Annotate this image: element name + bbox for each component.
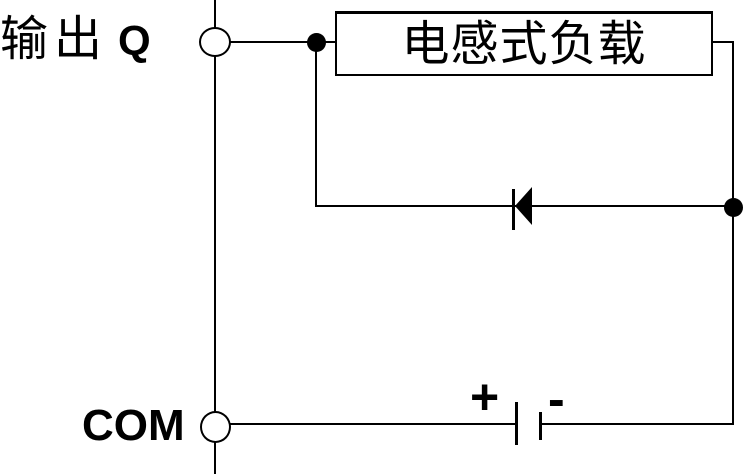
junction-dot-icon [724,198,743,217]
inductive-load-box: 电感式负载 [335,11,713,76]
com-label: COM [82,401,185,450]
junction-dot-icon [307,33,326,52]
diode-icon [515,187,532,225]
load-output-wire [711,41,734,43]
output-q-terminal-icon [199,27,231,57]
output-to-load-wire [229,41,336,43]
battery-positive-plate-icon [515,402,518,445]
output-label-q: Q [118,17,151,64]
battery-to-right-wire [542,423,734,425]
main-vertical-wire [214,0,216,474]
battery-negative-plate-icon [539,412,542,440]
inductive-load-label: 电感式负载 [401,16,647,72]
diode-branch-vertical-wire [315,42,317,207]
com-terminal-icon [200,411,231,443]
output-q-label: 输出 Q [0,13,151,65]
output-label-cn: 输出 [0,11,109,67]
com-to-battery-wire [230,423,516,425]
right-vertical-wire [732,41,734,425]
battery-plus-label: + [470,369,500,425]
diode-cathode-bar-icon [512,189,515,230]
battery-minus-label: - [548,371,565,427]
